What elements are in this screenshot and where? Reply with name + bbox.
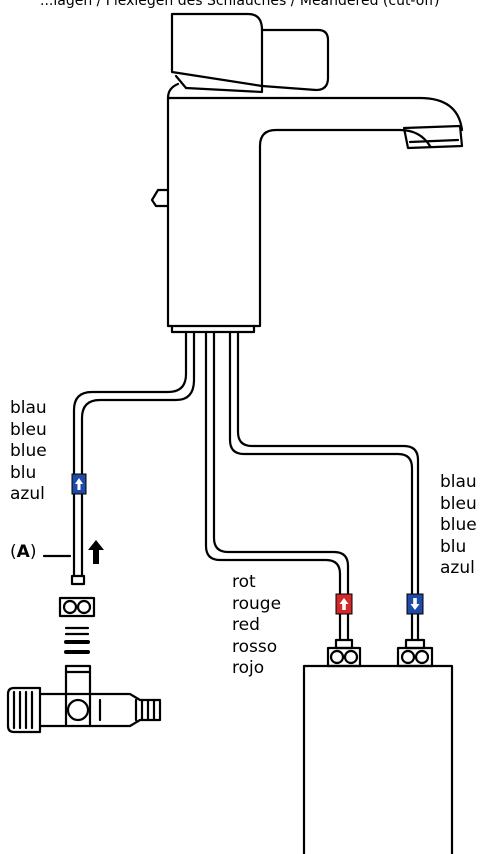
compression-nut xyxy=(58,596,96,618)
marker-blue-left xyxy=(71,473,87,495)
label-red-2: rouge xyxy=(232,593,282,614)
label-left-1: blau xyxy=(10,398,47,418)
label-left-2: bleu xyxy=(10,419,47,440)
label-red-1: rot xyxy=(232,572,256,592)
label-right-4: blu xyxy=(440,536,467,557)
label-right-3: blue xyxy=(440,515,477,535)
label-right-2: bleu xyxy=(440,493,477,514)
hose-right xyxy=(228,330,420,642)
hose-left-tube xyxy=(70,538,86,586)
marker-a-close: ) xyxy=(29,542,37,562)
marker-blue-right xyxy=(406,593,424,615)
flow-arrow-up xyxy=(88,540,104,564)
marker-red-middle xyxy=(335,593,353,615)
top-caption-cutoff: ...lagen / Flexlegen des Schlauches / Me… xyxy=(0,0,484,10)
label-right-5: azul xyxy=(440,558,475,578)
hose-left xyxy=(72,330,196,542)
top-caption-text: ...lagen / Flexlegen des Schlauches / Me… xyxy=(40,0,440,9)
pop-up-rod xyxy=(150,188,170,208)
marker-a-open: ( xyxy=(10,542,17,562)
label-red-3: red xyxy=(232,615,260,635)
boiler-unit xyxy=(302,664,454,854)
label-group-right-hose: blau bleu blue blu azul xyxy=(440,472,477,580)
marker-a-letter: A xyxy=(16,542,30,562)
faucet-body xyxy=(166,82,464,334)
label-left-5: azul xyxy=(10,484,45,504)
hose-middle xyxy=(204,330,350,642)
label-red-4: rosso xyxy=(232,636,278,657)
label-right-1: blau xyxy=(440,472,477,492)
boiler-connector-left xyxy=(326,638,362,668)
label-group-red-hose: rot rouge red rosso rojo xyxy=(232,572,281,680)
ferrule xyxy=(64,626,90,654)
boiler-connector-right xyxy=(396,638,434,668)
marker-a-label: (A) xyxy=(10,542,36,562)
label-left-4: blu xyxy=(10,462,37,483)
label-left-3: blue xyxy=(10,441,47,461)
label-red-5: rojo xyxy=(232,658,265,678)
angle-valve xyxy=(6,664,162,734)
label-group-left-hose: blau bleu blue blu azul xyxy=(10,398,47,506)
faucet-handle xyxy=(170,12,330,94)
